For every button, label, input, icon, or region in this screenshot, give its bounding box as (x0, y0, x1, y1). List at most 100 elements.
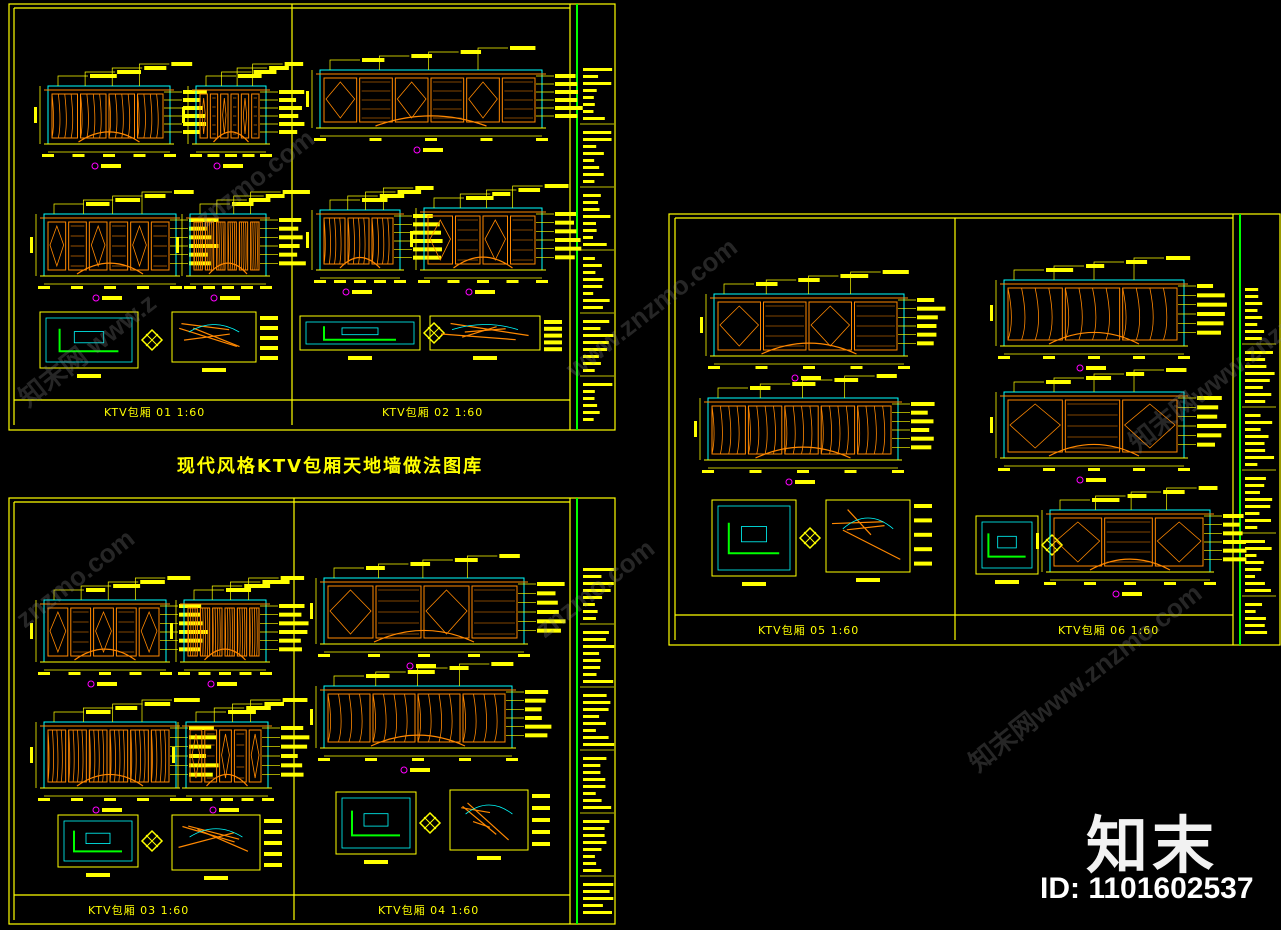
annotation-text (232, 202, 254, 206)
leader-line (216, 199, 247, 214)
title-block-text (583, 603, 595, 606)
annotation-text (279, 218, 302, 222)
curtain-fold (338, 693, 342, 743)
dimension-text (755, 366, 768, 369)
curtain-fold (118, 729, 121, 783)
leader-line (759, 383, 791, 398)
annotation-text (1197, 424, 1227, 428)
curtain-fold (231, 607, 233, 657)
curtain-fold (194, 607, 196, 657)
dimension-text (394, 280, 406, 283)
panel-diamond (132, 224, 147, 268)
curtain-fold (192, 607, 194, 657)
annotation-text (183, 130, 201, 134)
title-block-text (583, 799, 602, 802)
curtain-fold (164, 729, 167, 783)
north-arrow (798, 526, 822, 550)
annotation-text (532, 818, 550, 822)
annotation-text (555, 90, 578, 94)
annotation-text (911, 402, 935, 406)
leader-line (53, 203, 84, 214)
wall-panel (251, 93, 260, 139)
curtain-fold (229, 221, 232, 271)
annotation-text (1197, 396, 1222, 400)
title-block-text (583, 911, 613, 914)
dimension-text (477, 280, 489, 283)
annotation-text (174, 698, 200, 702)
title-block-text (583, 743, 615, 746)
dimension-text (190, 154, 202, 157)
title-block-text (583, 771, 601, 774)
leader-line (230, 581, 261, 600)
title-block-text (583, 348, 608, 351)
annotation-text (115, 706, 138, 710)
leader-line (765, 279, 797, 294)
leader-line (477, 47, 508, 70)
leader-line (1059, 499, 1090, 510)
dimension-text (1043, 468, 1055, 471)
view-caption (795, 480, 815, 484)
wall-panel (199, 93, 208, 139)
annotation-text (544, 340, 562, 345)
curtain-fold (352, 217, 355, 265)
leader-line (82, 707, 114, 722)
curtain-fold (801, 405, 804, 455)
ceiling-outline (171, 311, 257, 363)
title-block-text (1245, 351, 1273, 354)
curtain-fold (127, 93, 131, 139)
curtain-fold (748, 405, 751, 455)
dimension-text (1088, 356, 1100, 359)
view-marker (92, 294, 100, 302)
annotation-text (279, 235, 303, 240)
view-caption (101, 164, 121, 168)
annotation-text (460, 50, 482, 54)
annotation-text (544, 347, 562, 352)
title-block-text (583, 411, 600, 414)
view-marker (406, 662, 414, 670)
dimension-text (222, 286, 234, 289)
annotation-text (525, 716, 542, 720)
annotation-text (1086, 376, 1112, 380)
panel-diamond (242, 97, 248, 135)
title-block-text (583, 68, 613, 71)
annotation-text (183, 122, 207, 126)
curtain-fold (211, 221, 213, 271)
dimension-text (1088, 468, 1100, 471)
title-block-text (583, 652, 600, 655)
wall-panel (1122, 287, 1178, 341)
curtain-fold (52, 729, 54, 783)
dimension-text (1044, 582, 1056, 585)
annotation-text (537, 610, 559, 614)
curtain-fold (156, 93, 159, 139)
curtain-fold (449, 693, 453, 743)
curtain-fold (187, 607, 189, 657)
annotation-text (189, 218, 219, 222)
annotation-text (1166, 256, 1191, 260)
leader-line (1133, 257, 1164, 280)
ceiling-line (188, 825, 240, 840)
title-block-text (583, 75, 599, 78)
curtain-fold (256, 607, 258, 657)
title-block-text (1245, 631, 1268, 634)
title-block-text (583, 138, 612, 141)
title-block-text (1245, 428, 1261, 431)
dimension-text (38, 286, 50, 289)
view-caption (364, 860, 388, 864)
title-block-text (1245, 575, 1256, 578)
wall-panel (471, 585, 518, 639)
annotation-text (532, 794, 550, 798)
dimension-text (42, 154, 54, 157)
curtain-fold (155, 729, 158, 783)
annotation-text (238, 74, 262, 78)
annotation-text (264, 841, 282, 845)
annotation-text (1197, 321, 1224, 326)
view-caption (77, 374, 101, 378)
north-arrow (803, 531, 817, 545)
dimension-text (178, 672, 190, 675)
wall-panel (327, 693, 371, 743)
leader-line (1166, 487, 1197, 510)
view-caption (223, 164, 243, 168)
leader-line (236, 67, 268, 86)
annotation-text (555, 238, 581, 242)
wall-panel (219, 729, 232, 783)
